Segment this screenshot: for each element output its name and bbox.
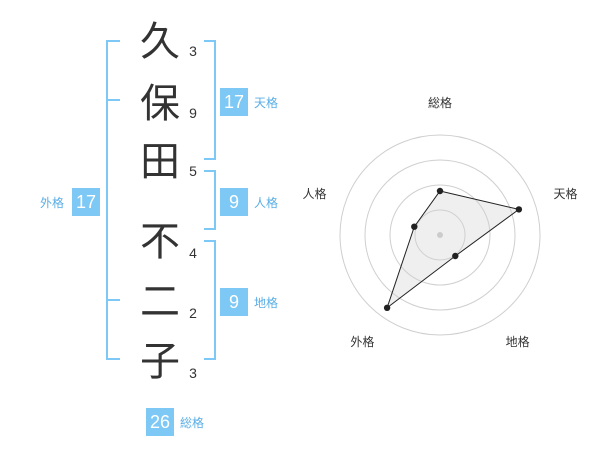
radar-point-3	[452, 252, 459, 260]
radar-center-dot	[437, 232, 443, 238]
jinkaku-bracket	[204, 170, 216, 230]
soukaku-label: 総格	[180, 416, 205, 430]
name-char-3: 田	[140, 139, 180, 185]
jinkaku-score-badge: 9	[220, 188, 248, 216]
radar-point-5	[411, 223, 418, 230]
chikaku-bracket	[204, 240, 216, 360]
stroke-count-3: 5	[189, 163, 197, 179]
radar-ring	[339, 134, 541, 336]
tenkaku-bracket	[204, 40, 216, 160]
radar-axis-label-5: 人格	[302, 186, 326, 201]
gaikaku-bracket-tick	[106, 99, 120, 101]
radar-axis-label-4: 外格	[350, 334, 374, 349]
tenkaku-label: 天格	[254, 96, 279, 110]
stroke-count-6: 3	[189, 365, 197, 381]
stroke-count-1: 3	[189, 43, 197, 59]
radar-data-polygon	[386, 190, 521, 310]
radar-point-4	[383, 304, 391, 311]
radar-point-1	[436, 187, 444, 195]
radar-ring	[364, 159, 516, 311]
gaikaku-score-badge: 17	[72, 188, 100, 216]
name-char-6: 子	[140, 339, 180, 385]
radar-axis-label-3: 地格	[506, 334, 530, 349]
chikaku-score-badge: 9	[220, 288, 248, 316]
radar-ring	[389, 184, 491, 286]
name-char-1: 久	[140, 19, 180, 65]
jinkaku-label: 人格	[254, 196, 279, 210]
soukaku-score-badge: 26	[146, 408, 174, 436]
gaikaku-bracket-tick	[106, 299, 120, 301]
stroke-count-5: 2	[189, 305, 197, 321]
stroke-count-2: 9	[189, 105, 197, 121]
radar-axis-label-1: 総格	[428, 95, 452, 110]
gaikaku-label: 外格	[40, 196, 65, 210]
name-char-4: 不	[140, 219, 180, 265]
radar-axis-label-2: 天格	[553, 186, 577, 201]
name-char-5: 二	[140, 279, 180, 325]
radar-point-2	[515, 206, 523, 213]
radar-ring	[414, 209, 466, 261]
tenkaku-score-badge: 17	[220, 88, 248, 116]
chikaku-label: 地格	[254, 296, 279, 310]
gaikaku-bracket	[106, 40, 120, 360]
stroke-count-4: 4	[189, 245, 197, 261]
name-char-2: 保	[140, 81, 180, 127]
